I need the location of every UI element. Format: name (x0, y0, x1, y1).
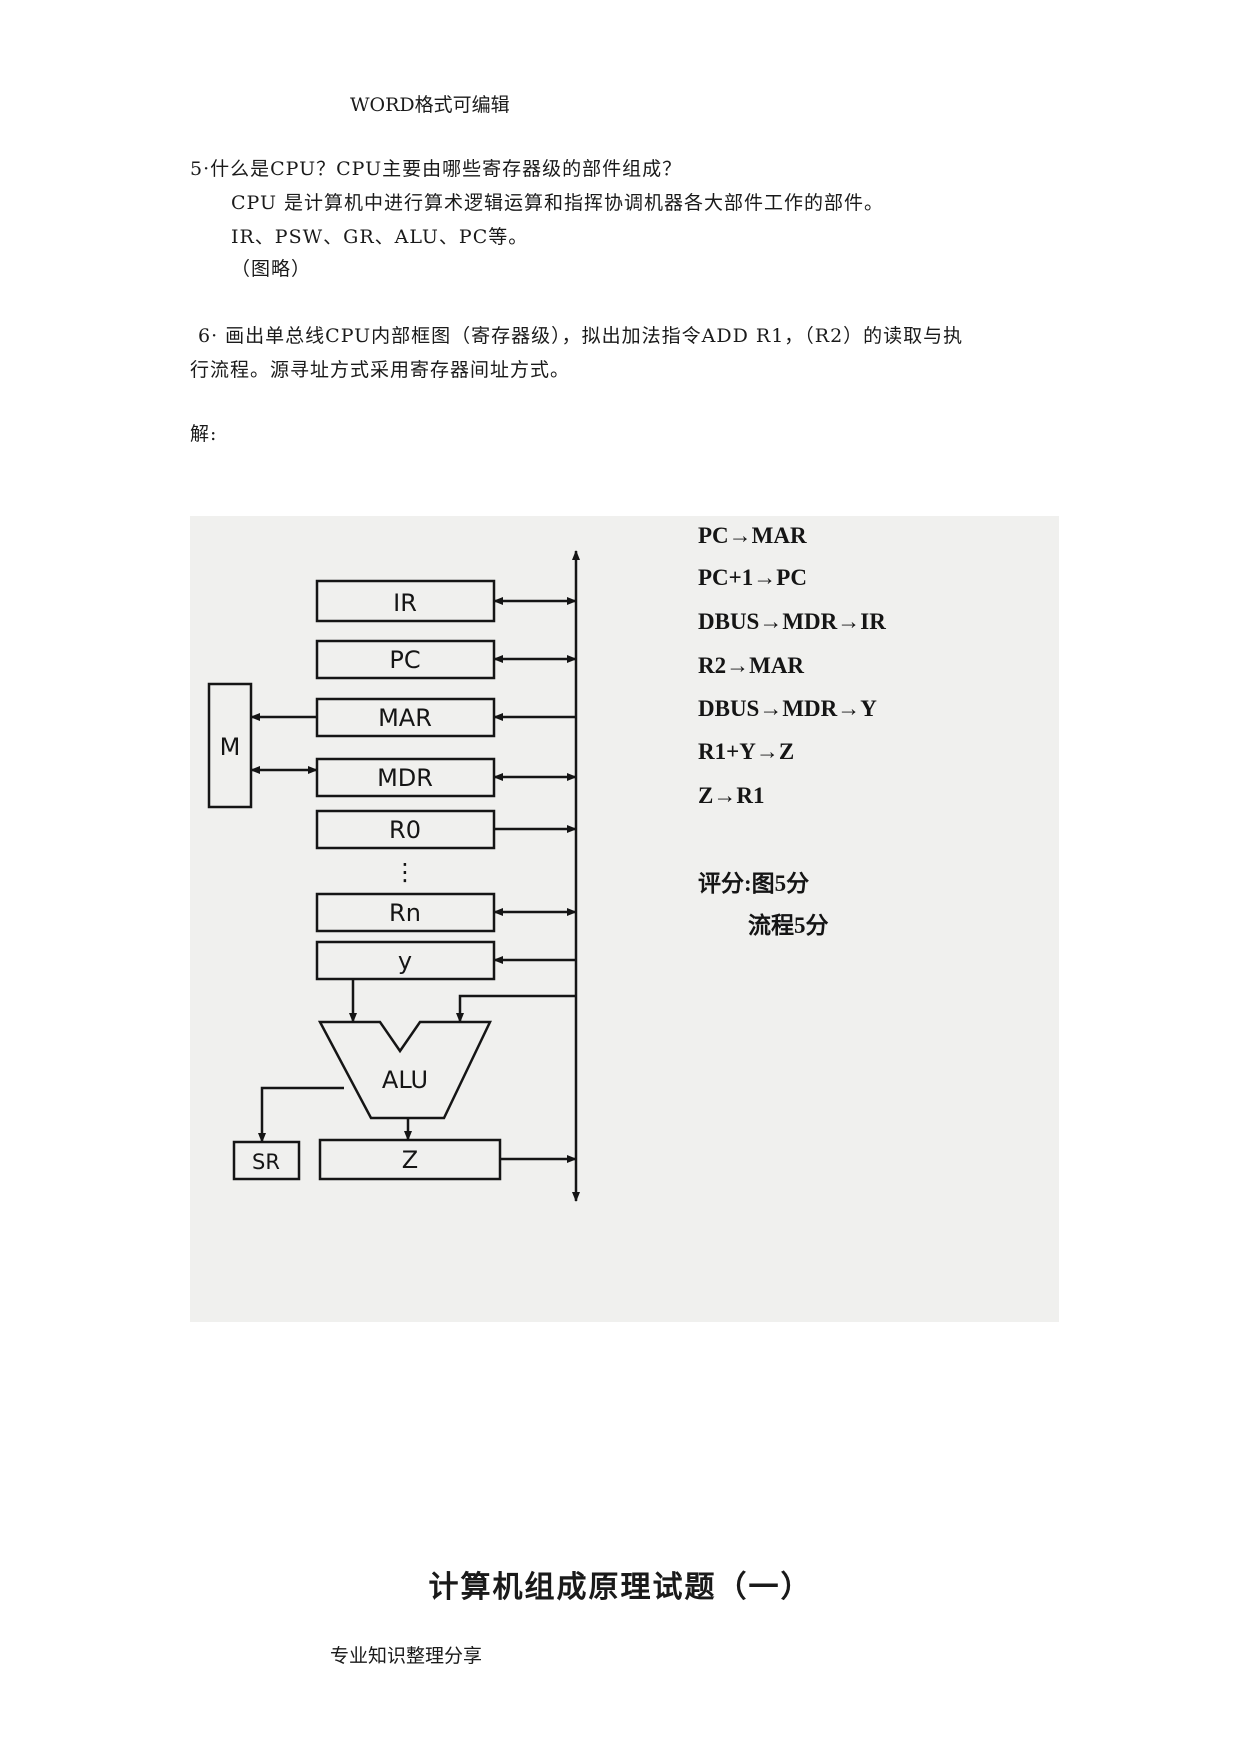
alu-sr-link (258, 1086, 344, 1143)
label-pc: PC (389, 646, 420, 674)
label-alu: ALU (382, 1066, 428, 1094)
score-line-1: 评分:图5分 (698, 871, 809, 896)
label-mar: MAR (378, 704, 432, 732)
question-6-line-1: 6· 画出单总线CPU内部框图（寄存器级），拟出加法指令ADD R1，（R2）的… (198, 325, 964, 347)
flow-step-1: PC→MAR (698, 523, 807, 548)
alu-shape (317, 1020, 492, 1120)
section-title: 计算机组成原理试题（一） (428, 1570, 813, 1605)
answer-5-line-2: IR、PSW、GR、ALU、PC等。 (231, 226, 529, 248)
flow-step-7: Z→R1 (698, 783, 764, 808)
label-sr: SR (252, 1150, 280, 1174)
answer-5-line-1: CPU 是计算机中进行算术逻辑运算和指挥协调机器各大部件工作的部件。 (231, 192, 885, 214)
label-rn: Rn (389, 899, 421, 927)
solution-label: 解: (190, 423, 218, 445)
question-5: 5·什么是CPU？CPU主要由哪些寄存器级的部件组成？ (190, 158, 683, 180)
flow-step-2: PC+1→PC (698, 565, 807, 590)
page-header: WORD格式可编辑 (350, 94, 510, 116)
cpu-diagram-figure: IR PC MAR MDR R0 Rn y M ALU SR Z ⋮ PC→MA… (190, 516, 1059, 1322)
label-r0: R0 (389, 816, 421, 844)
label-z: Z (402, 1146, 418, 1174)
flow-step-6: R1+Y→Z (698, 739, 794, 764)
sr-box (232, 1140, 301, 1181)
label-memory: M (220, 733, 241, 761)
flow-step-5: DBUS→MDR→Y (698, 696, 877, 721)
question-6-line-2: 行流程。源寻址方式采用寄存器间址方式。 (190, 359, 571, 381)
score-line-2: 流程5分 (748, 912, 829, 938)
flow-step-4: R2→MAR (698, 653, 804, 678)
cpu-diagram: IR PC MAR MDR R0 Rn y M ALU SR Z ⋮ PC→MA… (207, 523, 886, 1202)
label-mdr: MDR (377, 764, 433, 792)
label-ir: IR (393, 589, 417, 617)
bus-alu-link (456, 994, 576, 1023)
page-footer: 专业知识整理分享 (330, 1645, 483, 1667)
answer-5-line-3: （图略） (231, 258, 312, 280)
flow-step-3: DBUS→MDR→IR (698, 609, 886, 634)
register-ellipsis: ⋮ (393, 858, 417, 886)
memory-box (207, 682, 253, 809)
label-y: y (398, 947, 412, 975)
